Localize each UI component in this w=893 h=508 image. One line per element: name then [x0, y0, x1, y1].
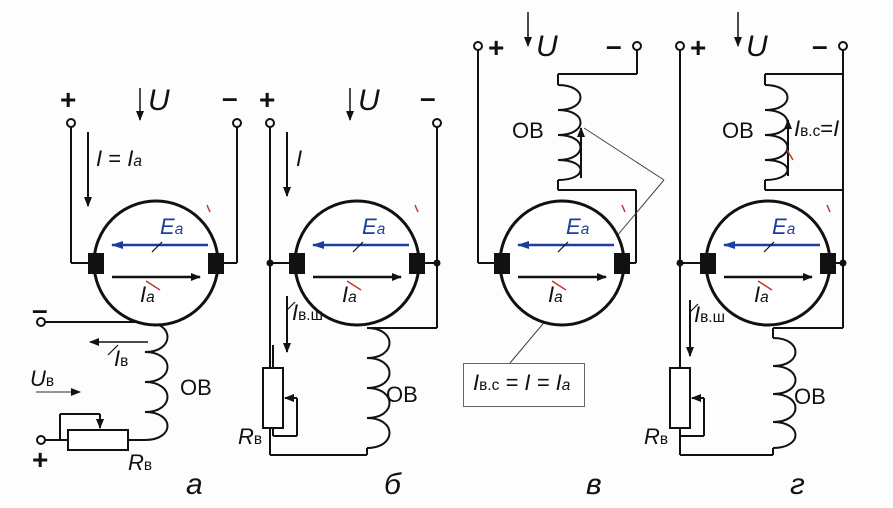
field-winding-label-a: ОВ: [180, 375, 212, 400]
field-winding-label-d2: ОВ: [794, 384, 826, 409]
plus-terminal-d: +: [690, 32, 707, 63]
field-plus-terminal-a: +: [32, 444, 49, 475]
field-voltage-label-a: Uв: [30, 366, 55, 391]
armature-current-label-a: Ia: [140, 282, 155, 307]
caption-c: в: [586, 468, 602, 501]
motor-b: [289, 199, 425, 327]
plus-terminal-b: +: [259, 84, 276, 115]
resistor-label-b: Rв: [238, 424, 263, 449]
voltage-label-a: U: [148, 84, 170, 117]
shunt-current-label-d: Iв.ш: [694, 302, 725, 327]
voltage-label-b: U: [358, 84, 380, 117]
armature-current-label-c: Ia: [548, 282, 563, 307]
resistor-label-a: Rв: [128, 450, 153, 475]
emf-label-a: Ea: [160, 214, 184, 239]
voltage-label-c: U: [536, 30, 558, 63]
caption-d: г: [790, 468, 805, 501]
field-current-label-a: Iв: [114, 346, 129, 371]
current-label-a: I = Ia: [96, 146, 142, 171]
minus-terminal-a: –: [222, 82, 238, 113]
armature-current-label-d: Ia: [754, 282, 769, 307]
voltage-label-d: U: [746, 30, 768, 63]
plus-terminal-a: +: [60, 84, 77, 115]
motor-d: [700, 199, 836, 327]
shunt-current-label-b: Iв.ш: [292, 300, 323, 325]
emf-label-c: Ea: [566, 214, 590, 239]
minus-terminal-d: –: [812, 30, 828, 61]
series-current-label-d: Iв.с=I: [794, 116, 840, 141]
series-current-equation-box: [463, 363, 585, 407]
current-label-b: I: [296, 146, 303, 171]
motor-a: [88, 199, 224, 327]
field-winding-label-d: ОВ: [722, 118, 754, 143]
plus-terminal-c: +: [488, 32, 505, 63]
emf-label-b: Ea: [362, 214, 386, 239]
series-current-equation: Iв.с = I = Ia: [473, 370, 571, 395]
armature-current-label-b: Ia: [342, 282, 357, 307]
motor-c: [494, 199, 630, 327]
minus-terminal-c: –: [606, 30, 622, 61]
emf-label-d: Ea: [772, 214, 796, 239]
minus-terminal-b: –: [420, 82, 436, 113]
field-minus-terminal-a: –: [32, 294, 48, 325]
caption-a: а: [186, 468, 203, 501]
resistor-label-d: Rв: [644, 424, 669, 449]
field-winding-label-b: ОВ: [386, 382, 418, 407]
field-winding-label-c: ОВ: [512, 118, 544, 143]
caption-b: б: [384, 468, 401, 501]
